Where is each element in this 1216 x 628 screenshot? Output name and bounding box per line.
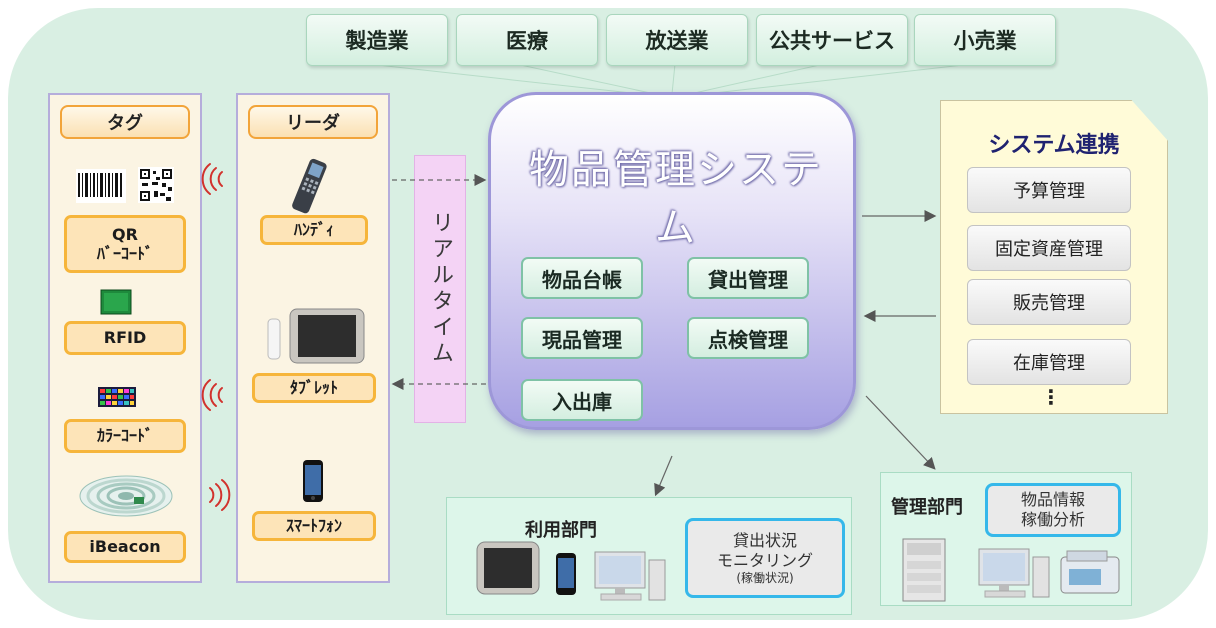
tag-color-code: ｶﾗｰｺｰﾄﾞ [64,419,186,453]
qr-code-icon [138,167,174,203]
reader-tablet: ﾀﾌﾞﾚｯﾄ [252,373,376,403]
smartphone-icon [303,460,323,502]
reader-column-title: リーダ [248,105,378,139]
system-integration-panel: システム連携 予算管理 固定資産管理 販売管理 在庫管理 ⋮ [940,100,1168,414]
printer-icon [902,538,946,602]
item-management-system: 物品管理システム 物品台帳 貸出管理 現品管理 点検管理 入出庫 [488,92,856,430]
monitoring-line1: 貸出状況 [732,530,797,550]
tag-column-title: タグ [60,105,190,139]
system-integration-title: システム連携 [988,133,1120,158]
monitoring-line2: モニタリング [716,550,813,570]
module-warehousing: 入出庫 [521,379,643,421]
color-code-icon [98,387,136,407]
tablet-icon [476,541,540,595]
integration-ellipsis: ⋮ [1041,385,1061,409]
tablet-icon [267,308,365,364]
admin-department-title: 管理部門 [891,497,963,518]
smartphone-icon [556,553,576,595]
module-item-ledger: 物品台帳 [521,257,643,299]
tag-rfid: RFID [64,321,186,355]
integration-budget: 予算管理 [967,167,1131,213]
desktop-pc-icon [978,548,1050,598]
handheld-scanner-icon [292,158,327,214]
realtime-label-text: リアルタイム [428,211,453,367]
realtime-label: リアルタイム [414,155,466,423]
integration-inventory: 在庫管理 [967,339,1131,385]
module-physical-item-management: 現品管理 [521,317,643,359]
beacon-icon [79,475,173,517]
integration-fixed-assets: 固定資産管理 [967,225,1131,271]
integration-sales: 販売管理 [967,279,1131,325]
user-department-title: 利用部門 [525,520,597,541]
user-department-panel: 利用部門 貸出状況 モニタリング (稼働状況) [446,497,852,615]
module-inspection-management: 点検管理 [687,317,809,359]
label-printer-icon [1060,550,1120,594]
item-info-analysis-box: 物品情報 稼働分析 [985,483,1121,537]
industry-retail: 小売業 [914,14,1056,66]
reader-column: リーダ ﾊﾝﾃﾞｨ ﾀﾌﾞﾚｯﾄ ｽﾏｰﾄﾌｫﾝ [236,93,390,583]
monitoring-line3: (稼働状況) [736,570,794,585]
admin-department-panel: 管理部門 物品情報 稼働分析 [880,472,1132,606]
industry-public-service: 公共サービス [756,14,908,66]
reader-smartphone: ｽﾏｰﾄﾌｫﾝ [252,511,376,541]
industry-manufacturing: 製造業 [306,14,448,66]
barcode-icon [76,169,126,203]
tag-ibeacon: iBeacon [64,531,186,563]
tag-qr-barcode: QR ﾊﾞｰｺｰﾄﾞ [64,215,186,273]
rfid-tag-icon [100,289,132,315]
reader-handy: ﾊﾝﾃﾞｨ [260,215,368,245]
system-title: 物品管理システム [529,147,823,251]
industry-medical: 医療 [456,14,598,66]
desktop-pc-icon [594,551,666,601]
module-lending-management: 貸出管理 [687,257,809,299]
industry-broadcasting: 放送業 [606,14,748,66]
tag-column: タグ QR ﾊﾞｰｺｰﾄﾞ RFID [48,93,202,583]
lending-status-monitoring-box: 貸出状況 モニタリング (稼働状況) [685,518,845,598]
